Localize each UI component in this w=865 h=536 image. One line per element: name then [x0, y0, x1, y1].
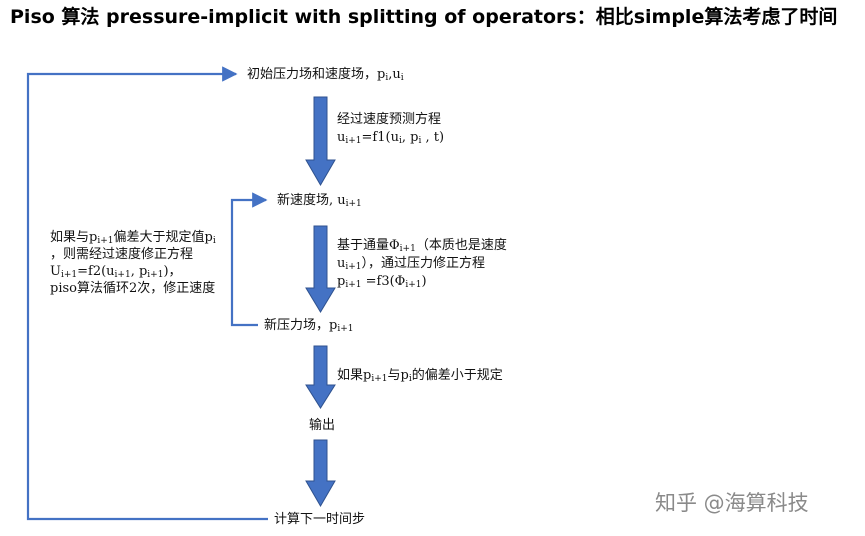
inner-loop-line	[230, 192, 268, 327]
step-condition: 如果pi+1与pi的偏差小于规定	[337, 368, 503, 384]
arrow-down-1	[305, 96, 336, 186]
loop-note-line3: Ui+1=f2(ui+1, pi+1)，	[50, 264, 182, 280]
step-flux-line3: pi+1 =f3(Φi+1)	[337, 274, 427, 290]
step-flux-line2: ui+1），通过压力修正方程	[337, 256, 486, 272]
loop-note-line4: piso算法循环2次，修正速度	[50, 281, 216, 296]
arrow-down-3	[305, 345, 336, 409]
page-title: Piso 算法 pressure-implicit with splitting…	[10, 6, 838, 28]
node-new-pressure: 新压力场，pi+1	[264, 318, 354, 334]
loop-note-line2: ，则需经过速度修正方程	[50, 247, 194, 262]
arrow-down-4	[305, 439, 336, 507]
node-new-velocity: 新速度场, ui+1	[277, 193, 362, 209]
node-next-step: 计算下一时间步	[274, 512, 366, 527]
watermark: 知乎 @海算科技	[655, 491, 809, 515]
node-init: 初始压力场和速度场，pi,ui	[247, 67, 404, 83]
node-output: 输出	[309, 418, 336, 433]
step-predict-equation: ui+1=f1(ui, pi , t)	[337, 130, 445, 146]
arrow-down-2	[305, 225, 336, 313]
step-predict-line1: 经过速度预测方程	[337, 112, 442, 127]
outer-loop-line	[26, 66, 268, 521]
loop-note-line1: 如果与pi+1偏差大于规定值pi	[50, 230, 216, 246]
step-flux-line1: 基于通量Φi+1（本质也是速度	[337, 238, 507, 254]
